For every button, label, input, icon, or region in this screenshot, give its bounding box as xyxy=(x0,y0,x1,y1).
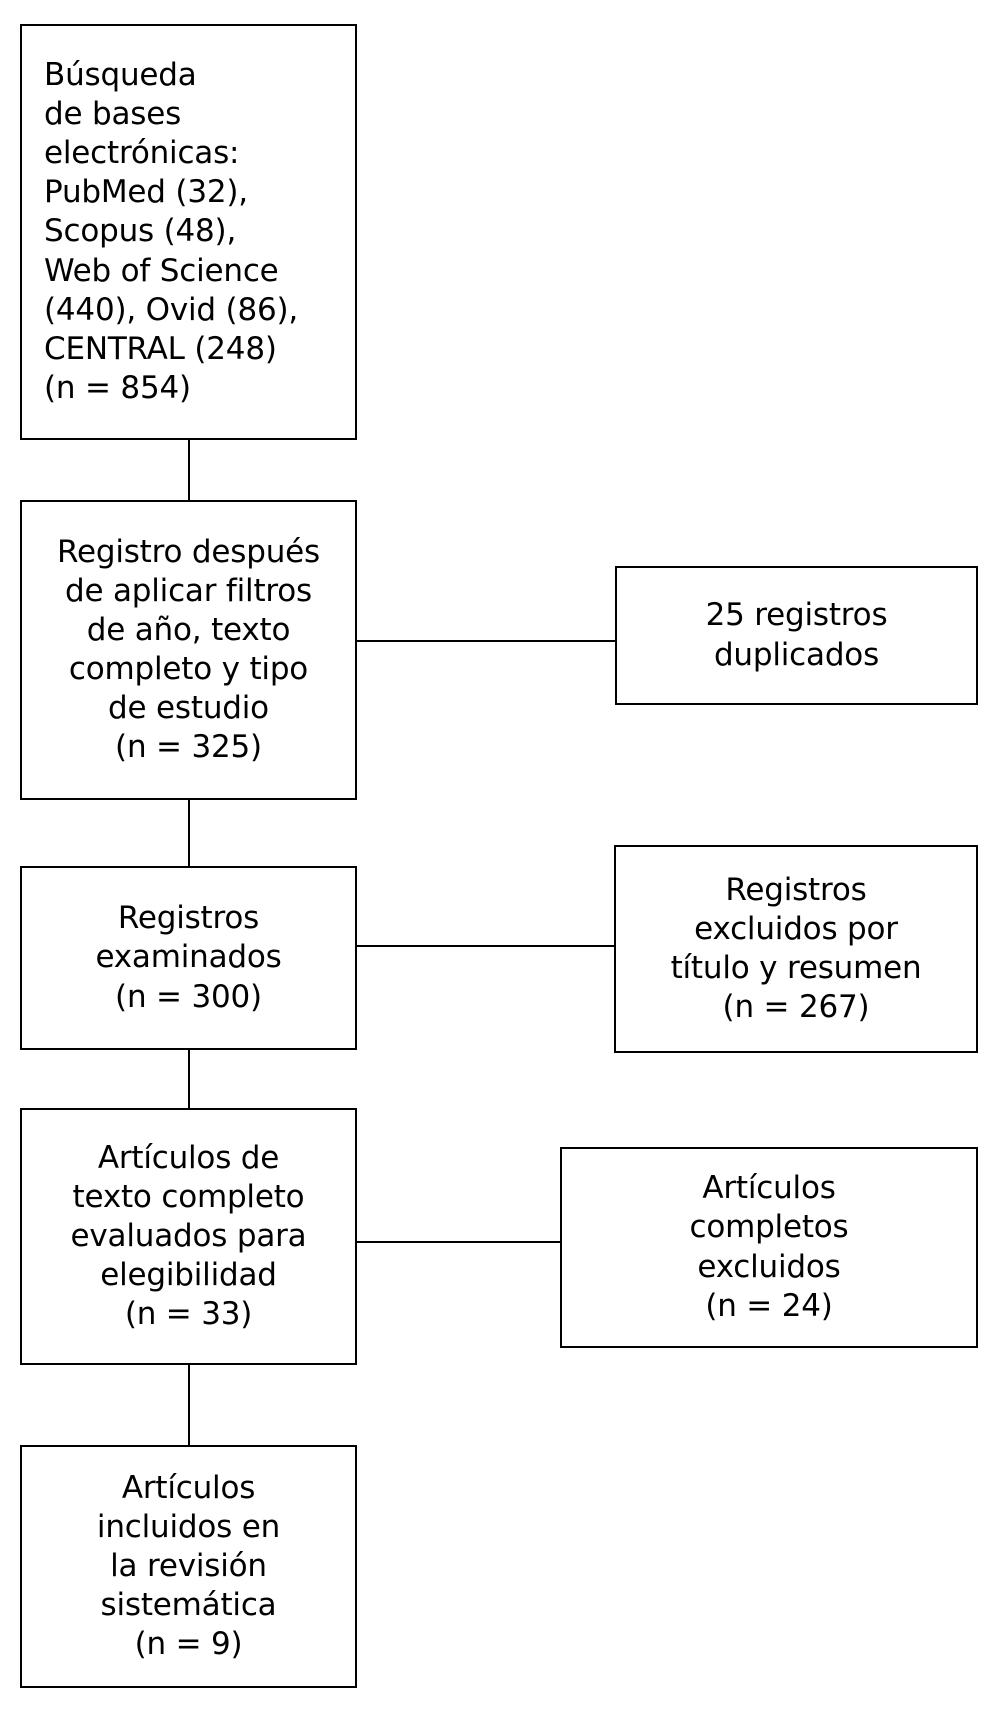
exclusion-box-excluded-fulltext: Artículos completos excluidos (n = 24) xyxy=(560,1147,978,1348)
flow-box-identification: Búsqueda de bases electrónicas: PubMed (… xyxy=(20,24,357,440)
connector-screened-to-excluded-title-abstract xyxy=(357,945,614,947)
connector-fulltext-to-excluded-fulltext xyxy=(357,1241,560,1243)
exclusion-box-duplicates: 25 registros duplicados xyxy=(615,566,978,705)
flow-box-identification-text: Búsqueda de bases electrónicas: PubMed (… xyxy=(44,57,299,406)
exclusion-box-duplicates-text: 25 registros duplicados xyxy=(705,597,888,673)
exclusion-box-excluded-title-abstract-text: Registros excluidos por título y resumen… xyxy=(670,871,922,1026)
exclusion-box-excluded-fulltext-text: Artículos completos excluidos (n = 24) xyxy=(689,1170,849,1324)
connector-after-filters-to-screened xyxy=(188,800,190,866)
exclusion-box-excluded-title-abstract: Registros excluidos por título y resumen… xyxy=(614,845,978,1053)
flow-box-included-text: Artículos incluidos en la revisión siste… xyxy=(96,1469,281,1663)
flow-box-included: Artículos incluidos en la revisión siste… xyxy=(20,1445,357,1688)
connector-identification-to-after-filters xyxy=(188,440,190,500)
connector-after-filters-to-duplicates xyxy=(357,640,615,642)
flow-box-after-filters: Registro después de aplicar filtros de a… xyxy=(20,500,357,800)
connector-fulltext-to-included xyxy=(188,1365,190,1445)
flow-box-screened-text: Registros examinados (n = 300) xyxy=(95,900,282,1015)
connector-screened-to-fulltext xyxy=(188,1050,190,1108)
flow-box-fulltext-assessed-text: Artículos de texto completo evaluados pa… xyxy=(70,1139,307,1333)
flow-box-fulltext-assessed: Artículos de texto completo evaluados pa… xyxy=(20,1108,357,1365)
flow-box-after-filters-text: Registro después de aplicar filtros de a… xyxy=(57,533,320,766)
flow-box-screened: Registros examinados (n = 300) xyxy=(20,866,357,1050)
